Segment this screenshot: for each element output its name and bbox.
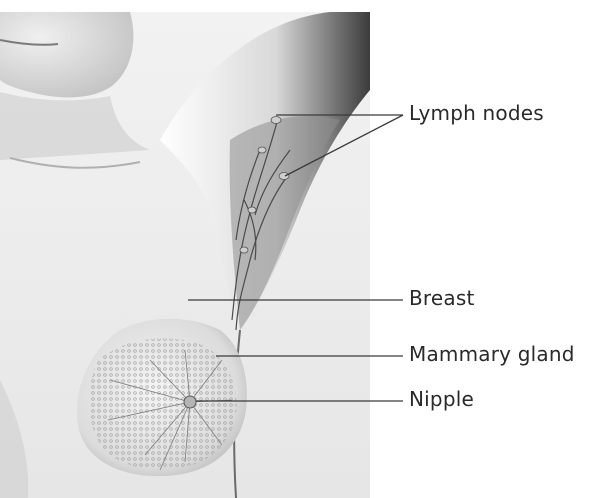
label-breast: Breast: [409, 286, 475, 310]
label-mammary-gland: Mammary gland: [409, 342, 575, 366]
mammary-gland-texture: [89, 338, 236, 469]
label-nipple: Nipple: [409, 387, 474, 411]
chin: [0, 12, 133, 97]
label-lymph-nodes: Lymph nodes: [409, 101, 544, 125]
nipple-shape: [184, 396, 196, 408]
